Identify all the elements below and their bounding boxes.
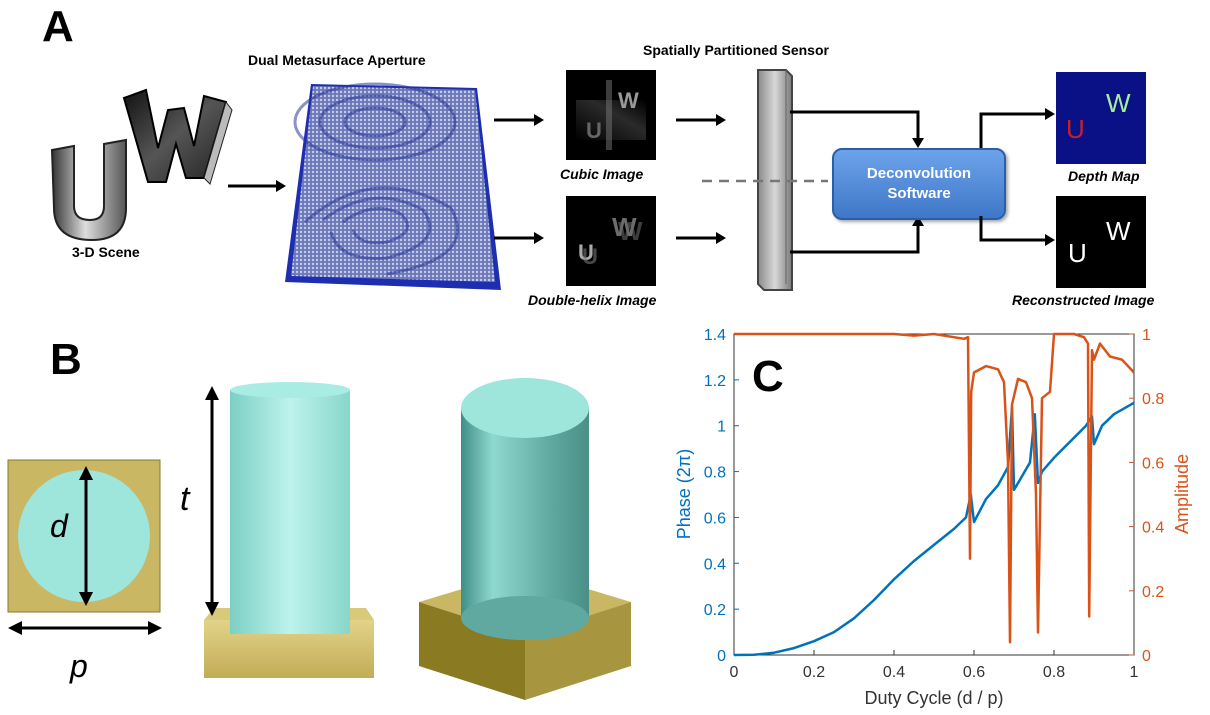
depth-map-thumbnail: U W	[1056, 72, 1146, 164]
unit-cell-top-view	[7, 459, 162, 635]
connector-software-to-outputs	[979, 108, 1055, 246]
label-t: t	[180, 480, 190, 518]
y-left-tick-label: 0.4	[704, 556, 726, 573]
connector-sensor-to-software	[790, 110, 924, 254]
y-right-tick-label: 0.2	[1142, 584, 1164, 601]
double-helix-label: Double-helix Image	[528, 292, 657, 308]
svg-text:W: W	[1106, 216, 1131, 246]
x-tick-label: 0.6	[963, 664, 985, 681]
x-tick-label: 0.2	[803, 664, 825, 681]
y-right-tick-label: 0.8	[1142, 391, 1164, 408]
x-tick-label: 0.4	[883, 664, 905, 681]
y-left-tick-label: 0.8	[704, 465, 726, 482]
svg-text:U: U	[586, 118, 602, 143]
y-right-tick-label: 0.6	[1142, 455, 1164, 472]
svg-text:U: U	[578, 240, 594, 265]
svg-text:W: W	[618, 88, 639, 113]
y-left-tick-label: 0.2	[704, 602, 726, 619]
arrows-images-to-sensor	[676, 114, 726, 244]
phase-amplitude-chart: 0 0.2 0.4 0.6 0.8 1 0 0.2 0.4 0.6 0.8 1 1.2 1.4 0 0.2…	[674, 327, 1192, 708]
x-axis-label: Duty Cycle (d / p)	[864, 688, 1003, 708]
scene-label: 3-D Scene	[72, 244, 140, 260]
svg-text:W: W	[1106, 88, 1131, 118]
panel-label-c: C	[752, 352, 784, 401]
phase-series-line	[733, 401, 1135, 657]
partition-dashed-line	[702, 179, 828, 183]
svg-text:U: U	[1066, 114, 1085, 144]
svg-text:U: U	[1068, 238, 1087, 268]
reconstructed-image-thumbnail: U W	[1056, 196, 1146, 288]
sensor-label: Spatially Partitioned Sensor	[643, 42, 829, 58]
label-p: p	[70, 648, 88, 684]
x-tick-label: 0.8	[1043, 664, 1065, 681]
software-line-2: Software	[887, 185, 951, 202]
svg-text:U: U	[582, 244, 598, 269]
depth-map-label: Depth Map	[1068, 168, 1140, 184]
amplitude-series-line	[734, 332, 1135, 644]
y-axis-label-left: Phase (2π)	[674, 449, 694, 539]
cubic-image-thumbnail: W U	[566, 70, 656, 160]
deconvolution-software-box: Deconvolution Software	[832, 148, 1006, 220]
aperture-label: Dual Metasurface Aperture	[248, 52, 426, 68]
svg-text:W: W	[618, 216, 643, 246]
y-left-tick-label: 1.4	[704, 327, 726, 344]
y-left-tick-label: 1.2	[704, 373, 726, 390]
double-helix-image-thumbnail: W W U U	[566, 196, 656, 286]
y-axis-label-right: Amplitude	[1172, 454, 1192, 534]
label-d: d	[50, 508, 68, 544]
cubic-image-label: Cubic Image	[560, 166, 644, 182]
y-right-tick-label: 1	[1142, 327, 1151, 344]
metasurface-aperture	[285, 82, 501, 290]
y-right-tick-label: 0	[1142, 648, 1151, 665]
plot-frame	[733, 333, 1135, 656]
x-tick-label: 1	[1130, 664, 1139, 681]
y-left-tick-label: 0	[717, 648, 726, 665]
scene-3d-letters	[50, 88, 233, 242]
pillar-perspective-view	[419, 378, 631, 700]
svg-text:W: W	[612, 212, 637, 242]
y-left-tick-label: 0.6	[704, 510, 726, 527]
arrow-scene-to-aperture	[228, 180, 286, 192]
panel-label-b: B	[50, 335, 82, 384]
arrows-aperture-to-images	[494, 114, 544, 244]
x-tick-label: 0	[730, 664, 739, 681]
y-left-tick-label: 1	[717, 419, 726, 436]
reconstructed-image-label: Reconstructed Image	[1012, 292, 1155, 308]
y-right-tick-label: 0.4	[1142, 520, 1164, 537]
panel-label-a: A	[42, 2, 74, 51]
software-line-1: Deconvolution	[866, 165, 972, 182]
pillar-side-view	[204, 382, 374, 678]
